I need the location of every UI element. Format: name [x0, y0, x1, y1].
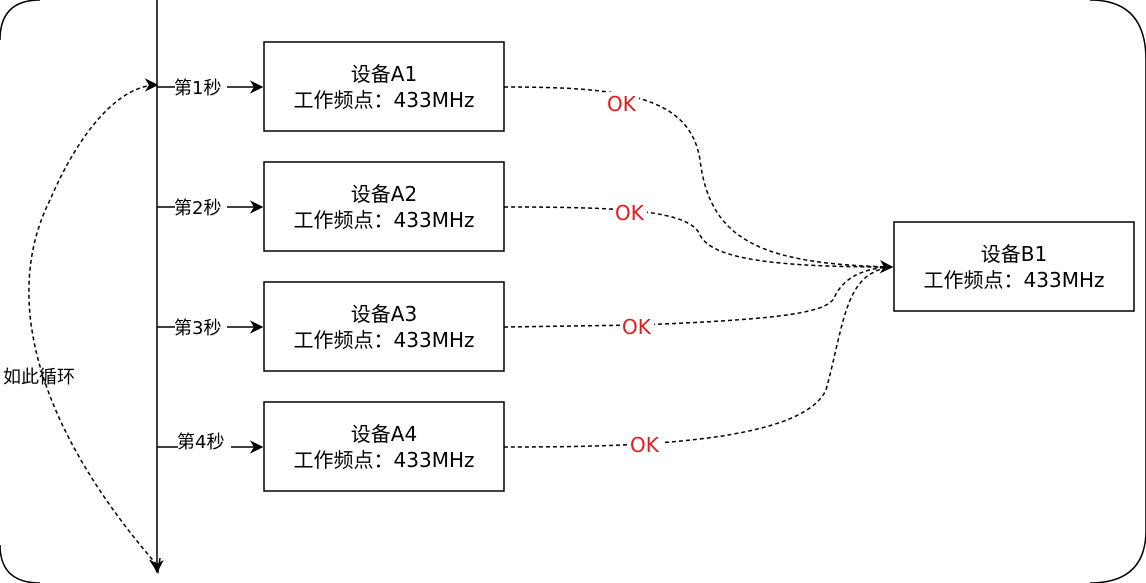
ok-label-bg: [613, 201, 647, 223]
step-label: 第2秒: [174, 198, 221, 219]
device-name: 设备B1: [981, 242, 1047, 266]
link-a3-b1: [503, 266, 893, 328]
device-frequency: 工作频点：433MHz: [294, 448, 475, 472]
step-label: 第4秒: [177, 432, 224, 453]
step-1: 第1秒: [157, 78, 264, 99]
device-name: 设备A2: [351, 182, 417, 206]
device-box-a2: 设备A2 工作频点：433MHz: [263, 161, 505, 252]
device-frequency: 工作频点：433MHz: [924, 268, 1105, 292]
device-frequency: 工作频点：433MHz: [294, 328, 475, 352]
ok-label-a4: OK: [630, 433, 660, 457]
device-box-a1: 设备A1 工作频点：433MHz: [263, 41, 505, 132]
step-3: 第3秒: [157, 318, 264, 339]
link-a2-b1: [503, 206, 893, 268]
device-box-a4: 设备A4 工作频点：433MHz: [263, 401, 505, 492]
loop-label: 如此循环: [3, 367, 75, 388]
step-label: 第1秒: [174, 78, 221, 99]
device-name: 设备A3: [351, 302, 417, 326]
link-a4-b1: [503, 266, 893, 448]
device-box-b1: 设备B1 工作频点：433MHz: [893, 221, 1135, 312]
link-a1-b1: [503, 86, 894, 274]
ok-label-a3: OK: [622, 315, 652, 339]
ok-label-a1: OK: [607, 92, 637, 116]
loop-arc-bottom-arrow: [149, 557, 161, 575]
ok-label-a2: OK: [615, 201, 645, 225]
device-frequency: 工作频点：433MHz: [294, 88, 475, 112]
ok-label-bg: [628, 433, 662, 455]
step-2: 第2秒: [157, 198, 264, 219]
device-name: 设备A1: [351, 62, 417, 86]
ok-label-bg: [605, 92, 639, 114]
step-label: 第3秒: [174, 318, 221, 339]
device-frequency: 工作频点：433MHz: [294, 208, 475, 232]
step-4: 第4秒: [157, 432, 264, 454]
loop-arc: [28, 78, 159, 566]
device-box-a3: 设备A3 工作频点：433MHz: [263, 281, 505, 372]
ok-label-bg: [620, 315, 654, 337]
device-name: 设备A4: [351, 422, 417, 446]
